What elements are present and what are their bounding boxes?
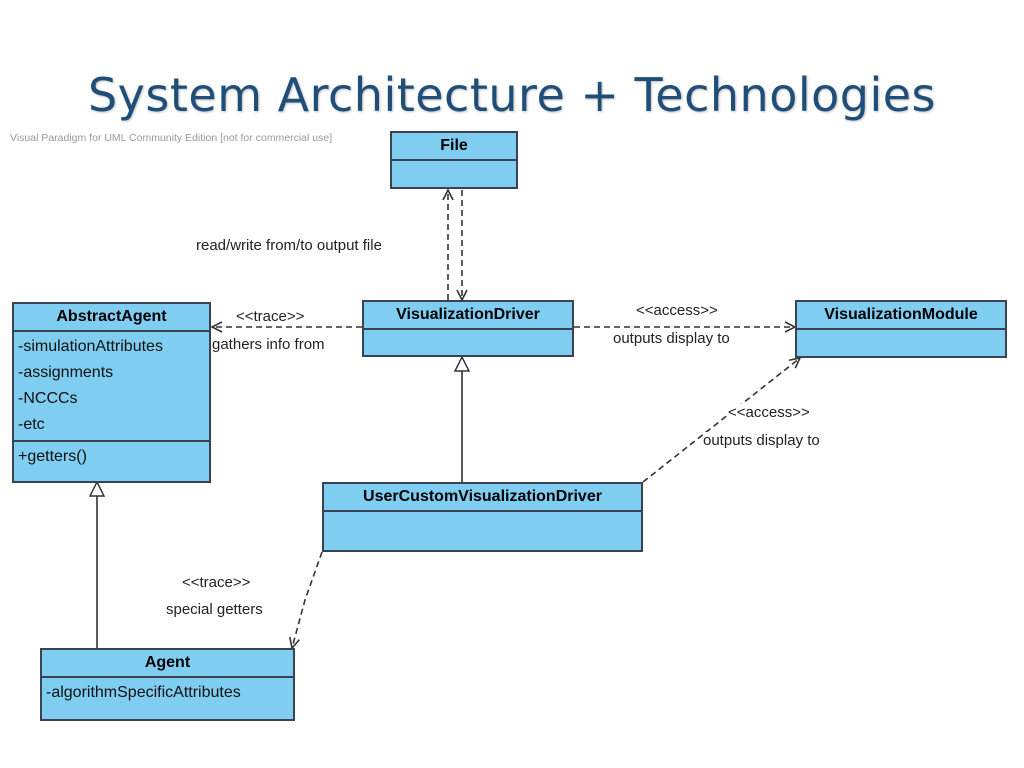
class-visualization-module-name: VisualizationModule	[797, 302, 1005, 330]
label-gathers-info: gathers info from	[212, 336, 325, 353]
attribute-etc: -etc	[18, 416, 45, 433]
label-ucd-access-stereotype: <<access>>	[728, 404, 810, 421]
watermark-text: Visual Paradigm for UML Community Editio…	[10, 132, 333, 144]
label-special-getters: special getters	[166, 601, 263, 618]
class-abstract-agent-attributes: -simulationAttributes -assignments -NCCC…	[14, 332, 209, 442]
label-ucd-outputs-display: outputs display to	[703, 432, 820, 449]
label-access-stereotype: <<access>>	[636, 302, 718, 319]
class-user-custom-visualization-driver-name: UserCustomVisualizationDriver	[324, 484, 641, 512]
operation-getters: +getters()	[18, 448, 87, 465]
label-outputs-display: outputs display to	[613, 330, 730, 347]
attribute-algorithm-specific-attributes: -algorithmSpecificAttributes	[46, 684, 241, 701]
class-agent-attributes: -algorithmSpecificAttributes	[42, 678, 293, 708]
class-abstract-agent[interactable]: AbstractAgent -simulationAttributes -ass…	[12, 302, 211, 483]
class-visualization-driver[interactable]: VisualizationDriver	[362, 300, 574, 357]
label-trace-stereotype: <<trace>>	[236, 308, 305, 325]
class-user-custom-visualization-driver[interactable]: UserCustomVisualizationDriver	[322, 482, 643, 552]
label-agent-trace-stereotype: <<trace>>	[182, 574, 251, 591]
class-agent[interactable]: Agent -algorithmSpecificAttributes	[40, 648, 295, 721]
ucd-to-module-access	[642, 358, 800, 483]
attribute-simulation-attributes: -simulationAttributes	[18, 338, 163, 355]
class-agent-name: Agent	[42, 650, 293, 678]
class-visualization-driver-name: VisualizationDriver	[364, 302, 572, 330]
class-abstract-agent-operations: +getters()	[14, 442, 209, 472]
attribute-ncccs: -NCCCs	[18, 390, 78, 407]
class-visualization-module[interactable]: VisualizationModule	[795, 300, 1007, 358]
attribute-assignments: -assignments	[18, 364, 114, 381]
label-file-read-write: read/write from/to output file	[196, 237, 382, 254]
slide-title: System Architecture + Technologies	[87, 68, 937, 122]
ucd-to-agent-trace	[292, 551, 323, 648]
class-file[interactable]: File	[390, 131, 518, 189]
class-file-name: File	[392, 133, 516, 161]
class-abstract-agent-name: AbstractAgent	[14, 304, 209, 332]
